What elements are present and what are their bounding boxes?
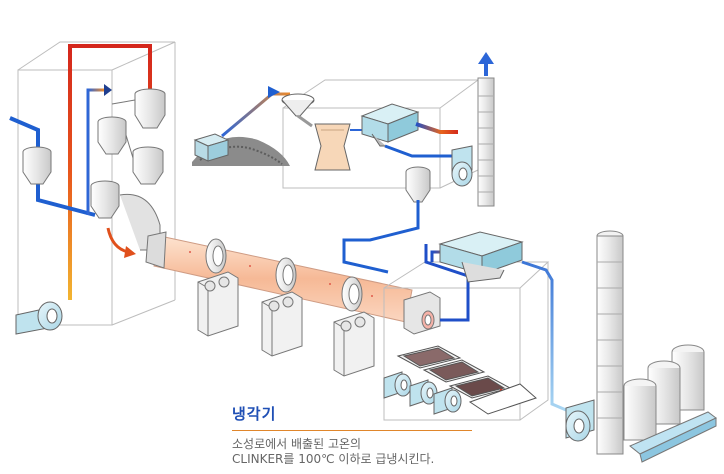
conveyor-icon <box>629 411 717 463</box>
collector-exhaust-line <box>384 144 462 158</box>
arrow-icon <box>268 86 280 98</box>
kiln-support-roller-icon <box>333 276 375 377</box>
kiln-support-roller-icon <box>261 257 303 357</box>
clinker-cooler-grate-icon <box>396 345 512 399</box>
preheater-tower-frame <box>17 41 176 326</box>
fan-icon <box>383 371 412 399</box>
stack-chimney-icon <box>477 77 495 207</box>
raw-mill-icon <box>281 93 351 171</box>
collector-hot-duct <box>415 122 458 134</box>
caption-line-1: 소성로에서 배출된 고온의 <box>232 437 362 451</box>
caption-block: 냉각기 소성로에서 배출된 고온의 CLINKER를 100℃ 이하로 급냉시킨… <box>232 403 482 467</box>
caption-title: 냉각기 <box>232 405 277 423</box>
fan-icon <box>15 301 63 335</box>
hot-return-arrow <box>106 227 129 254</box>
clinker-silo-icon <box>623 344 705 441</box>
caption-divider <box>232 430 472 431</box>
stack-chimney-icon <box>596 230 624 455</box>
cooler-dust-collector-icon <box>438 231 524 283</box>
raw-meal-silo-icon <box>405 166 431 203</box>
fan-icon <box>409 379 438 407</box>
clinker-chute <box>468 383 537 415</box>
arrow-icon <box>124 246 136 258</box>
hot-gas-duct <box>68 44 152 300</box>
preheater-feed-line <box>86 88 104 215</box>
kiln-hood-icon <box>403 291 441 335</box>
fan-icon <box>565 399 595 442</box>
cooler-exhaust-line <box>521 260 567 412</box>
kiln-support-roller-icon <box>197 238 239 337</box>
silo-feed-line <box>342 200 420 274</box>
raw-hopper-icon <box>193 133 230 162</box>
feed-conveyor-line <box>221 92 290 138</box>
dust-collector-icon <box>360 103 420 147</box>
fan-icon <box>451 145 473 187</box>
arrow-up-icon <box>478 52 494 64</box>
arrow-icon <box>104 84 112 96</box>
fan-icon <box>433 387 462 415</box>
cyclone-stack <box>22 88 166 251</box>
caption-line-2: CLINKER를 100℃ 이하로 급냉시킨다. <box>232 452 435 466</box>
